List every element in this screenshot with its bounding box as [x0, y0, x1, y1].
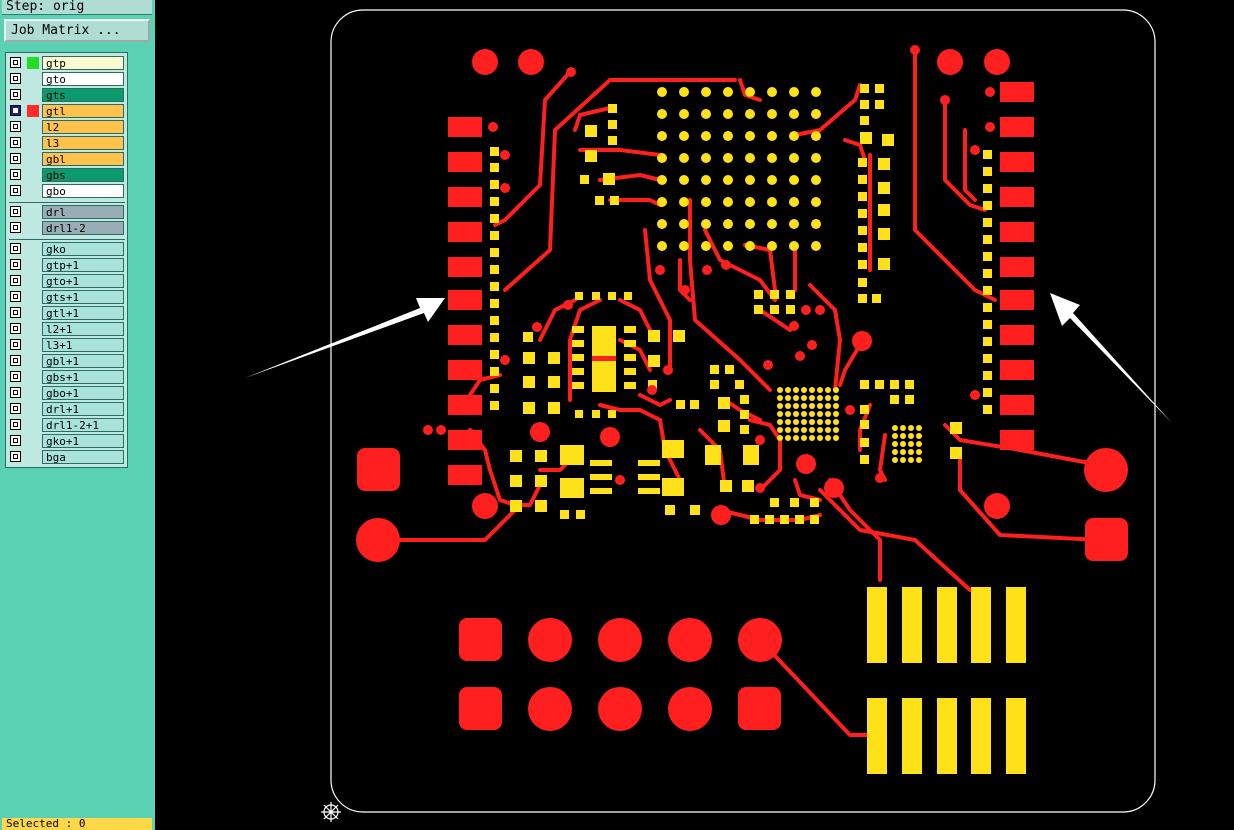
layer-name[interactable]: gto+1 [42, 274, 124, 288]
layer-name[interactable]: gko [42, 242, 124, 256]
left-edge-connector [423, 117, 510, 485]
layer-row-l3[interactable]: l3 [8, 136, 126, 151]
layer-row-gko[interactable]: gko [8, 242, 126, 257]
layer-name[interactable]: gbs [42, 168, 124, 182]
layer-checkbox[interactable] [10, 243, 21, 254]
layer-checkbox[interactable] [10, 275, 21, 286]
layer-checkbox[interactable] [10, 259, 21, 270]
layer-checkbox[interactable] [10, 339, 21, 350]
top-bga-package [580, 84, 894, 303]
pcb-canvas[interactable] [155, 0, 1234, 830]
layer-checkbox[interactable] [10, 73, 21, 84]
board-outline [330, 9, 1156, 813]
layer-row-gbo[interactable]: gbo [8, 184, 126, 199]
layer-checkbox[interactable] [10, 291, 21, 302]
layer-row-bga[interactable]: bga [8, 450, 126, 465]
layer-checkbox[interactable] [10, 371, 21, 382]
layer-name[interactable]: l2+1 [42, 322, 124, 336]
job-matrix-button[interactable]: Job Matrix ... [4, 19, 150, 42]
layer-name[interactable]: gts+1 [42, 290, 124, 304]
layer-name[interactable]: drl [42, 205, 124, 219]
layer-row-gts[interactable]: gts [8, 88, 126, 103]
layer-row-gbl+1[interactable]: gbl+1 [8, 354, 126, 369]
layer-list: gtp gto gts gtl l2 l3 gbl gbs gbo drl drl1-2 gko gtp… [5, 52, 128, 468]
layer-panel: Step: orig Job Matrix ... gtp gto gts gtl l2… [0, 0, 155, 830]
layer-checkbox[interactable] [10, 153, 21, 164]
right-edge-connector [940, 82, 1034, 450]
layer-checkbox[interactable] [10, 451, 21, 462]
annotation-arrow-right [1050, 293, 1172, 423]
layer-row-gbs[interactable]: gbs [8, 168, 126, 183]
layer-row-gto+1[interactable]: gto+1 [8, 274, 126, 289]
layer-name[interactable]: gbo+1 [42, 386, 124, 400]
layer-row-gtl+1[interactable]: gtl+1 [8, 306, 126, 321]
layer-row-gko+1[interactable]: gko+1 [8, 434, 126, 449]
layer-group-separator [9, 239, 125, 240]
mounting-pads [356, 45, 1128, 562]
layer-row-drl1-2[interactable]: drl1-2 [8, 221, 126, 236]
step-label: Step: orig [2, 0, 152, 15]
middle-components [510, 260, 962, 525]
layer-name[interactable]: gbl+1 [42, 354, 124, 368]
layer-color-swatch[interactable] [27, 57, 39, 69]
layer-row-gtp[interactable]: gtp [8, 56, 126, 71]
layer-name[interactable]: gtp [42, 56, 124, 70]
layer-checkbox[interactable] [10, 206, 21, 217]
layer-name[interactable]: drl+1 [42, 402, 124, 416]
layer-row-gtp+1[interactable]: gtp+1 [8, 258, 126, 273]
layer-row-gbs+1[interactable]: gbs+1 [8, 370, 126, 385]
layer-row-gtl[interactable]: gtl [8, 104, 126, 119]
layer-name[interactable]: l3+1 [42, 338, 124, 352]
layer-name[interactable]: gtl+1 [42, 306, 124, 320]
gold-fingers [867, 587, 1026, 774]
layer-group-separator [9, 202, 125, 203]
layer-checkbox[interactable] [10, 137, 21, 148]
layer-checkbox[interactable] [10, 185, 21, 196]
layer-checkbox[interactable] [10, 105, 21, 116]
layer-checkbox[interactable] [10, 323, 21, 334]
status-bar: Selected : 0 [2, 818, 152, 830]
layer-checkbox[interactable] [10, 387, 21, 398]
layer-row-drl1-2+1[interactable]: drl1-2+1 [8, 418, 126, 433]
layer-checkbox[interactable] [10, 169, 21, 180]
layer-row-drl+1[interactable]: drl+1 [8, 402, 126, 417]
pcb-view[interactable] [155, 0, 1234, 830]
layer-checkbox[interactable] [10, 403, 21, 414]
layer-row-gto[interactable]: gto [8, 72, 126, 87]
layer-row-l2+1[interactable]: l2+1 [8, 322, 126, 337]
layer-row-gbo+1[interactable]: gbo+1 [8, 386, 126, 401]
layer-row-l2[interactable]: l2 [8, 120, 126, 135]
layer-row-gts+1[interactable]: gts+1 [8, 290, 126, 305]
layer-name[interactable]: gbo [42, 184, 124, 198]
annotation-arrow-left [245, 298, 445, 378]
layer-name[interactable]: gbs+1 [42, 370, 124, 384]
layer-checkbox[interactable] [10, 419, 21, 430]
layer-checkbox[interactable] [10, 222, 21, 233]
crosshair-origin-icon [321, 802, 341, 822]
layer-color-swatch[interactable] [27, 105, 39, 117]
layer-row-drl[interactable]: drl [8, 205, 126, 220]
layer-name[interactable]: gbl [42, 152, 124, 166]
layer-checkbox[interactable] [10, 435, 21, 446]
copper-traces [378, 48, 1102, 737]
layer-checkbox[interactable] [10, 89, 21, 100]
layer-name[interactable]: gts [42, 88, 124, 102]
layer-checkbox[interactable] [10, 307, 21, 318]
layer-name[interactable]: gtl [42, 104, 124, 118]
layer-checkbox[interactable] [10, 57, 21, 68]
layer-row-l3+1[interactable]: l3+1 [8, 338, 126, 353]
layer-name[interactable]: drl1-2 [42, 221, 124, 235]
layer-row-gbl[interactable]: gbl [8, 152, 126, 167]
layer-checkbox[interactable] [10, 121, 21, 132]
layer-name[interactable]: l3 [42, 136, 124, 150]
layer-name[interactable]: gtp+1 [42, 258, 124, 272]
layer-name[interactable]: bga [42, 450, 124, 464]
layer-name[interactable]: gto [42, 72, 124, 86]
layer-name[interactable]: drl1-2+1 [42, 418, 124, 432]
layer-name[interactable]: l2 [42, 120, 124, 134]
layer-checkbox[interactable] [10, 355, 21, 366]
layer-name[interactable]: gko+1 [42, 434, 124, 448]
header-pads [459, 618, 782, 731]
